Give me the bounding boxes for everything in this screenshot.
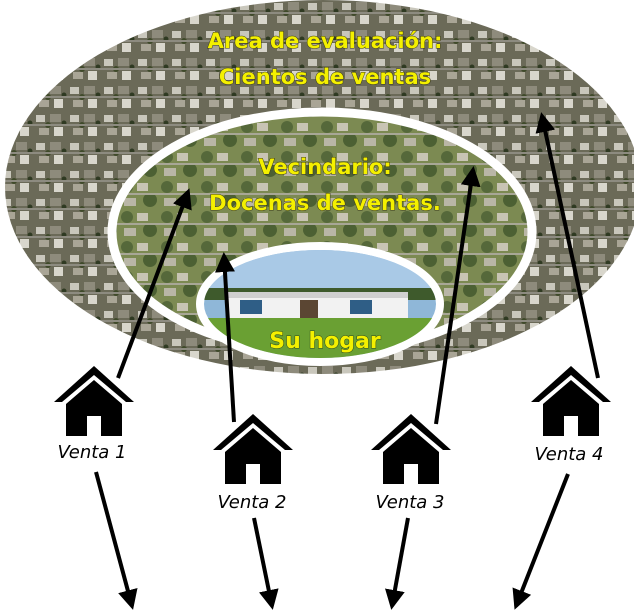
sale-2-up-arrow	[214, 252, 236, 423]
sale-2-down-arrow	[252, 517, 279, 610]
sale-1-house-icon	[54, 366, 134, 436]
evaluation-area-title: Area de evaluación:	[208, 29, 443, 53]
sale-1-down-arrow	[94, 471, 138, 610]
sale-4-label: Venta 4	[534, 444, 603, 465]
sale-2-house-icon	[213, 414, 293, 484]
neighborhood-subtitle: Docenas de ventas.	[209, 191, 441, 215]
sale-1-label: Venta 1	[57, 442, 126, 463]
sale-3-down-arrow	[385, 517, 410, 610]
sale-4-down-arrow	[512, 473, 570, 610]
neighborhood-title: Vecindario:	[258, 155, 392, 179]
sale-4-up-arrow	[535, 112, 600, 379]
evaluation-area-subtitle: Cientos de ventas	[219, 65, 431, 89]
sale-1-up-arrow	[116, 188, 192, 379]
sale-3-house-icon	[371, 414, 451, 484]
home-label: Su hogar	[269, 329, 381, 354]
sale-2-label: Venta 2	[217, 492, 286, 513]
sale-3-label: Venta 3	[375, 492, 444, 513]
home-ring	[196, 242, 444, 366]
sale-3-up-arrow	[434, 166, 481, 425]
